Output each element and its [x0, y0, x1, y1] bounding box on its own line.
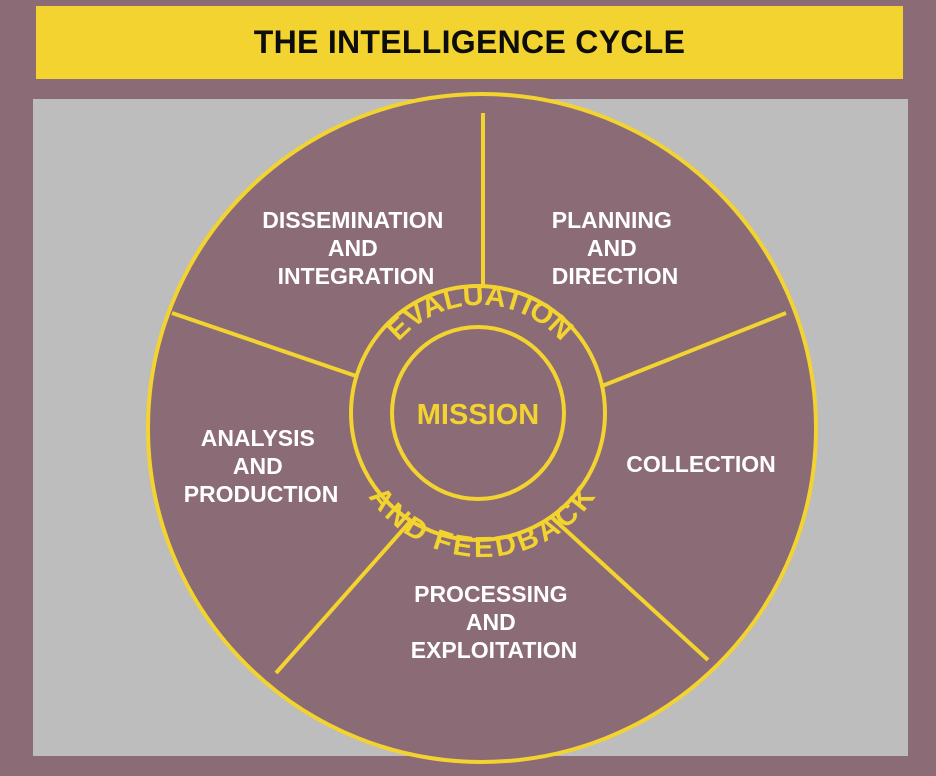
mission-label: MISSION	[417, 399, 539, 431]
divider-right	[601, 311, 787, 388]
segment-dividers	[171, 113, 787, 675]
divider-left	[171, 311, 357, 378]
segment-label-analysis: ANALYSIS AND PRODUCTION	[184, 425, 339, 507]
mission-circle	[390, 325, 566, 501]
segment-label-planning: PLANNING AND DIRECTION	[552, 207, 679, 289]
diagram-title: THE INTELLIGENCE CYCLE	[253, 24, 686, 60]
segment-label-collection: COLLECTION	[626, 451, 776, 477]
divider-bottom-right	[545, 511, 710, 662]
segment-label-processing: PROCESSING AND EXPLOITATION	[411, 581, 578, 663]
divider-bottom-left	[274, 514, 417, 675]
title-bar: THE INTELLIGENCE CYCLE	[36, 6, 903, 79]
segment-label-dissemination: DISSEMINATION AND INTEGRATION	[262, 207, 449, 289]
